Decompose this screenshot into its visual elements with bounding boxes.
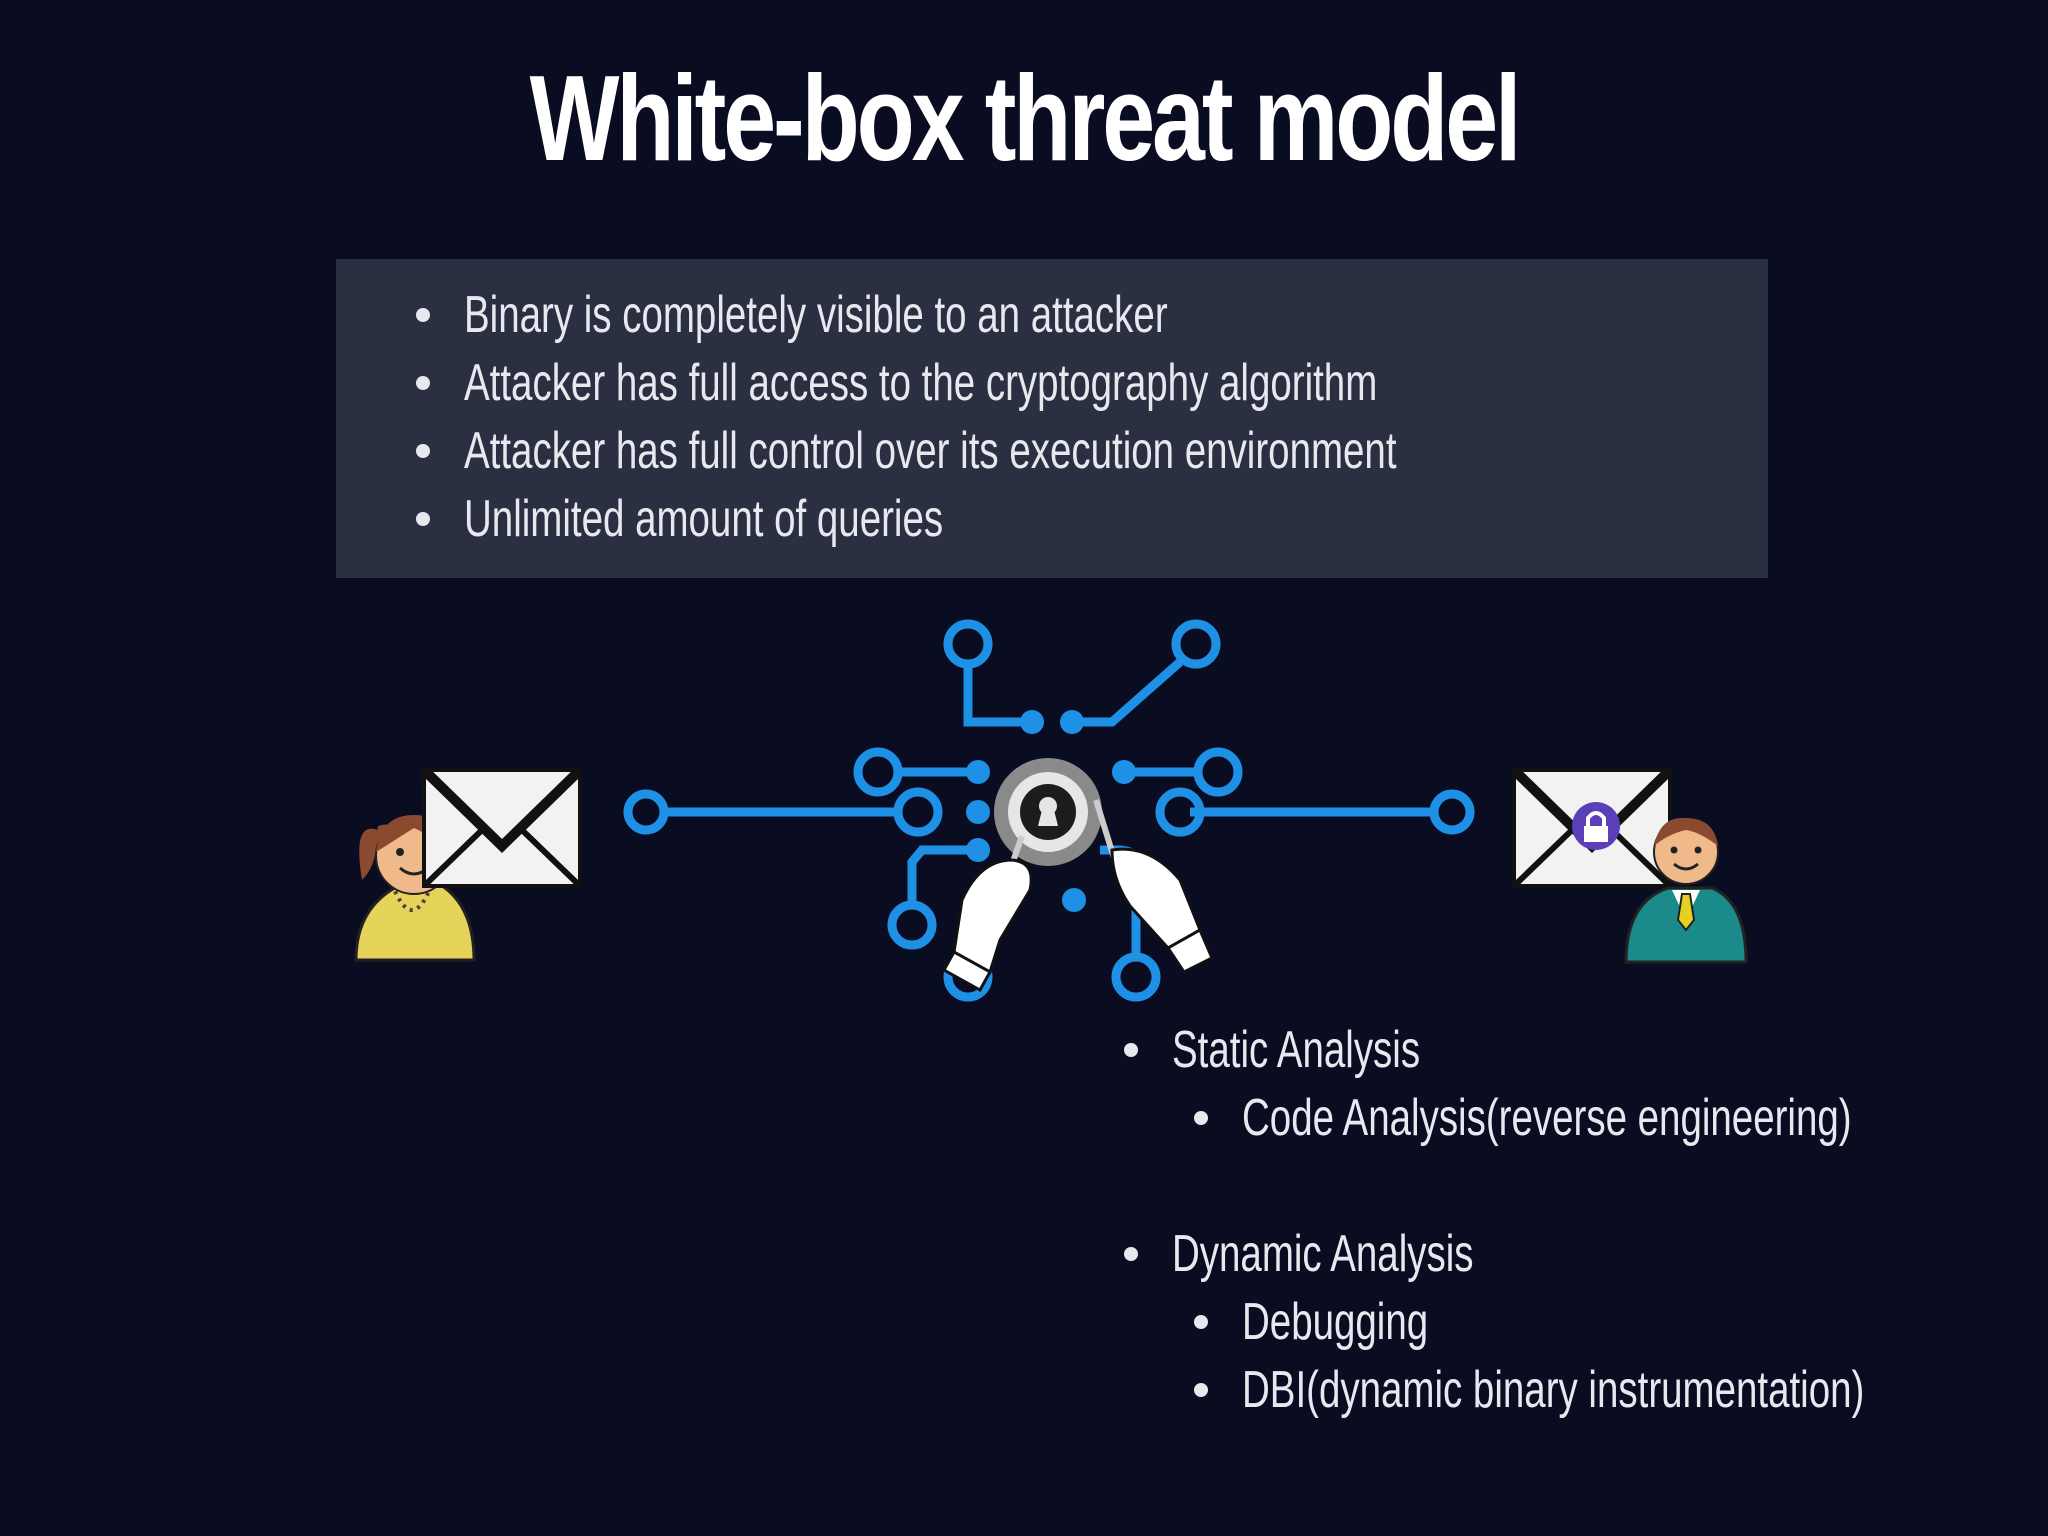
bullet-icon [1124, 1247, 1138, 1261]
slide-title: White-box threat model [529, 50, 1522, 186]
bullet-icon [416, 376, 430, 390]
man-icon [1624, 817, 1748, 964]
list-item: Attacker has full control over its execu… [336, 417, 1768, 485]
bullet-icon [1194, 1111, 1208, 1125]
hands-icon [941, 799, 1214, 993]
threat-model-list: Binary is completely visible to an attac… [336, 281, 1768, 553]
bullet-icon [1194, 1383, 1208, 1397]
bullet-icon [416, 444, 430, 458]
list-item: Unlimited amount of queries [336, 485, 1768, 553]
keyhole-lock-icon [994, 758, 1102, 866]
analysis-list: Static Analysis Code Analysis(reverse en… [1110, 1016, 2010, 1436]
circuit-nodes [966, 710, 1136, 912]
envelope-icon [420, 766, 584, 889]
locked-envelope-icon [1510, 766, 1674, 889]
bullet-icon [416, 512, 430, 526]
bullet-icon [416, 308, 430, 322]
list-item: Attacker has full access to the cryptogr… [336, 349, 1768, 417]
bullet-icon [1124, 1043, 1138, 1057]
bullet-icon [1194, 1315, 1208, 1329]
threat-model-panel: Binary is completely visible to an attac… [336, 259, 1768, 578]
list-item: Binary is completely visible to an attac… [336, 281, 1768, 349]
